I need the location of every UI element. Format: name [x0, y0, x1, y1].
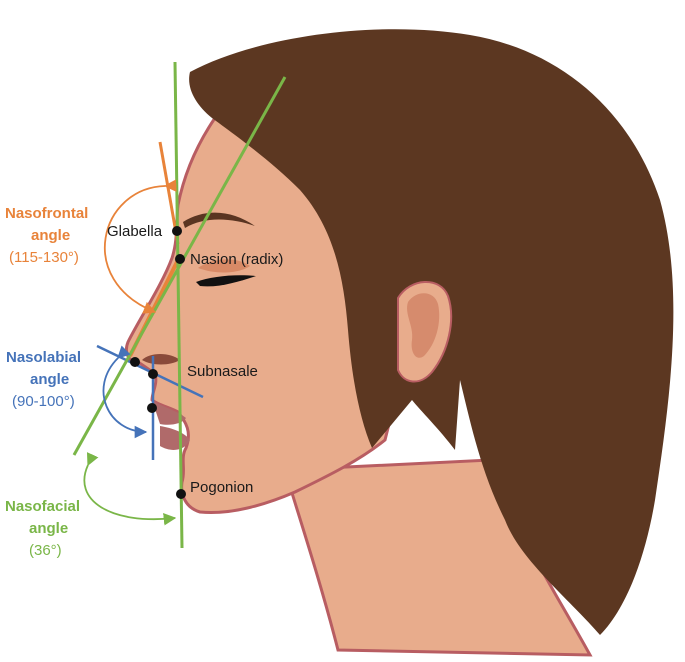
nasofacial-range: (36°) [29, 542, 62, 559]
nasolabial-title-line2: angle [30, 371, 69, 388]
nasion-point [175, 254, 185, 264]
nasofrontal-range: (115-130°) [9, 249, 79, 266]
glabella-label: Glabella [107, 223, 163, 240]
nasofrontal-title-line2: angle [31, 227, 70, 244]
nasofacial-arrow [83, 452, 177, 526]
lower-lip [160, 426, 190, 450]
pogonion-point [176, 489, 186, 499]
labrale-point [147, 403, 157, 413]
pogonion-label: Pogonion [190, 479, 253, 496]
nasolabial-title-line1: Nasolabial [6, 349, 81, 366]
eyelid [198, 259, 250, 273]
eyelashes [196, 275, 256, 287]
upper-lip [152, 400, 186, 425]
subnasale-label: Subnasale [187, 363, 258, 380]
nasion-label: Nasion (radix) [190, 251, 283, 268]
subnasale-point [148, 369, 158, 379]
glabella-point [172, 226, 182, 236]
nasofacial-title-line1: Nasofacial [5, 498, 80, 515]
eyebrow [183, 212, 255, 228]
nostril [142, 354, 180, 365]
nasofacial-title-line2: angle [29, 520, 68, 537]
ear-inner [407, 293, 440, 358]
nasofacial-line-facial-plane [173, 61, 184, 549]
nasofacial-line-nasal-dorsum [72, 76, 287, 456]
nasofrontal-title-line1: Nasofrontal [5, 205, 88, 222]
nasofrontal-arrow [103, 179, 177, 314]
pronasale-point [130, 357, 140, 367]
nasolabial-range: (90-100°) [12, 393, 75, 410]
nasolabial-arrow [102, 345, 148, 439]
